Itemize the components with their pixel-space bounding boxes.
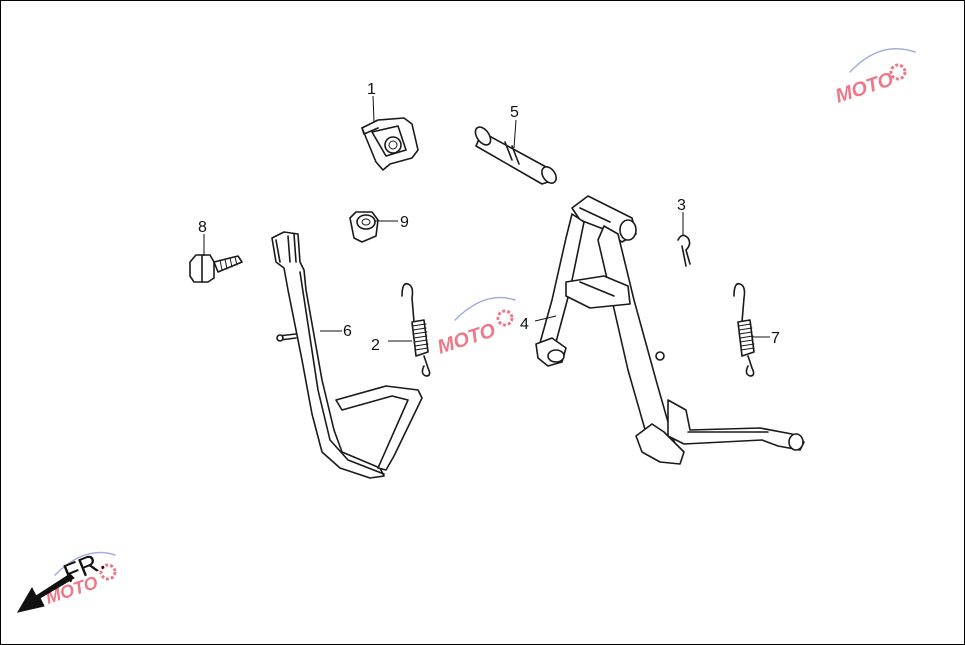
part-5-pivot-pin	[474, 126, 557, 185]
watermark-top-right: MOTO	[833, 48, 916, 108]
part-9-nut	[349, 211, 379, 243]
part-1-bracket	[361, 117, 419, 171]
callout-8: 8	[198, 219, 207, 236]
part-4-main-stand	[535, 195, 805, 465]
leader-5	[513, 119, 517, 149]
part-3-cotter-pin	[677, 234, 691, 267]
callout-2: 2	[371, 337, 380, 354]
watermark-label: MOTO	[833, 68, 897, 107]
leader-4	[534, 315, 557, 322]
callout-4: 4	[520, 316, 529, 333]
part-6-side-stand	[271, 231, 423, 479]
watermark-label: MOTO	[435, 319, 499, 358]
callout-6: 6	[343, 323, 352, 340]
watermark-center: MOTO	[435, 296, 516, 359]
callout-9: 9	[400, 214, 409, 231]
part-2-spring	[401, 282, 431, 377]
part-7-spring	[733, 282, 755, 377]
callout-1: 1	[367, 81, 376, 98]
callout-7: 7	[771, 330, 780, 347]
leader-1	[372, 95, 375, 123]
part-8-bolt	[189, 254, 243, 283]
callout-3: 3	[677, 197, 686, 214]
callout-5: 5	[510, 104, 519, 121]
